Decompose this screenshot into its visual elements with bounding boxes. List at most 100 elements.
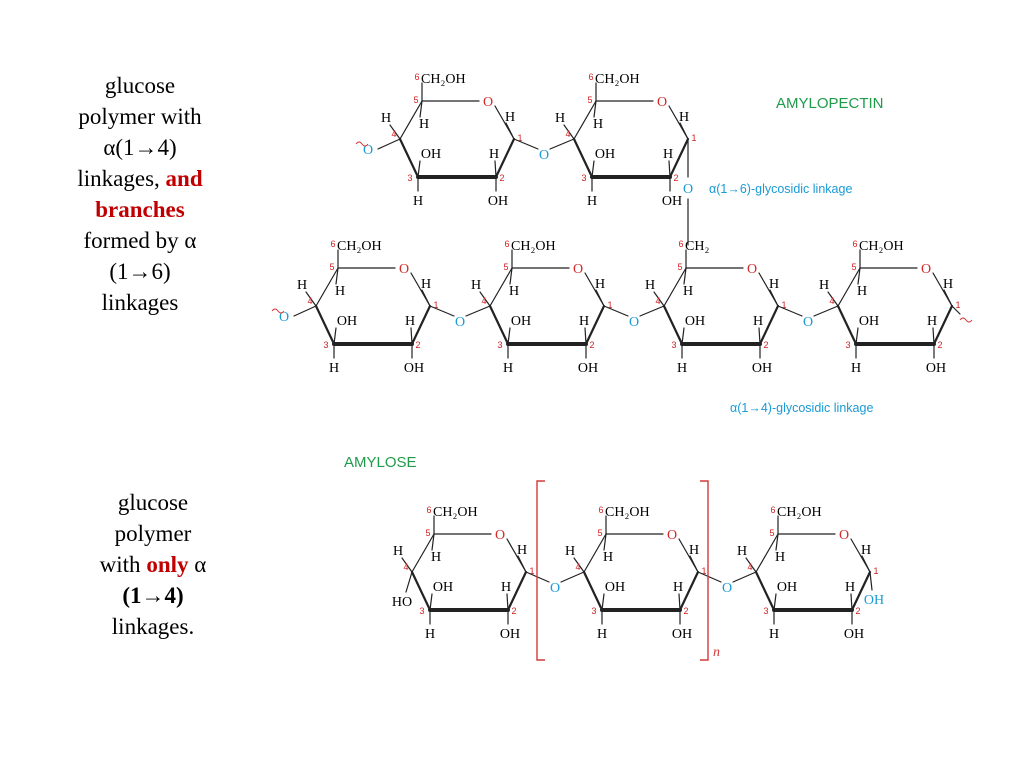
carbon-number-6: 6 — [414, 72, 419, 82]
hydrogen: H — [775, 550, 785, 565]
hydrogen: H — [845, 580, 855, 595]
ring-oxygen: O — [483, 95, 493, 110]
h-bond — [857, 267, 861, 285]
ho-bond — [405, 571, 413, 593]
carbon-number: 2 — [855, 606, 860, 616]
h-bond — [401, 557, 413, 573]
h-bond — [653, 291, 665, 307]
carbon-number: 4 — [747, 562, 752, 572]
carbon-number: 4 — [829, 296, 834, 306]
carbon-number: 2 — [763, 340, 768, 350]
carbon-number: 1 — [781, 300, 786, 310]
hydrogen: H — [505, 110, 515, 125]
link-oxygen: O — [279, 310, 289, 325]
carbon-number: 5 — [769, 528, 774, 538]
repeat-bracket — [536, 480, 709, 661]
hydrogen: H — [943, 277, 953, 292]
carbon-number: 2 — [499, 173, 504, 183]
ring-bond-front — [494, 137, 516, 179]
link-oxygen: O — [539, 148, 549, 163]
hydrogen: H — [861, 543, 871, 558]
caption-highlight: only — [146, 552, 189, 577]
hydroxyl: OH — [404, 361, 424, 376]
carbon-number: 2 — [415, 340, 420, 350]
ring-bond-front — [932, 304, 954, 346]
hydroxyl: OH — [844, 627, 864, 642]
caption-line: formed by α — [83, 228, 197, 253]
hydrogen: H — [297, 278, 307, 293]
carbon-number: 2 — [683, 606, 688, 616]
hydrogen: H — [405, 314, 415, 329]
link-bond — [429, 305, 455, 317]
hydrogen: H — [737, 544, 747, 559]
hydroxyl: OH — [337, 314, 357, 329]
h-bond — [668, 160, 671, 178]
carbon-number: 5 — [329, 262, 334, 272]
oh-bond — [869, 571, 873, 591]
caption-line: linkages — [101, 290, 179, 315]
hydroxyl: OH — [488, 194, 508, 209]
carbon-number-6: 6 — [504, 239, 509, 249]
carbon-number: 2 — [937, 340, 942, 350]
ring-bond — [583, 533, 607, 573]
link-oxygen: O — [722, 581, 732, 596]
hydrogen: H — [381, 111, 391, 126]
carbon-number: 3 — [581, 173, 586, 183]
h-bond — [584, 327, 587, 345]
carbon-number: 3 — [419, 606, 424, 616]
h-bond — [932, 327, 935, 345]
h-bond — [758, 327, 761, 345]
bracket-left — [536, 480, 545, 661]
oh-bond — [429, 593, 433, 611]
hydrogen: H — [677, 361, 687, 376]
link-oxygen: O — [455, 315, 465, 330]
hydrogen: H — [471, 278, 481, 293]
carbon-number: 2 — [673, 173, 678, 183]
hydrogen: H — [419, 117, 429, 132]
hydrogen: H — [645, 278, 655, 293]
hydrogen: H — [595, 277, 605, 292]
link-bond — [465, 305, 491, 317]
link-bond — [951, 305, 961, 315]
h-bond — [421, 289, 431, 307]
h-bond — [775, 533, 779, 551]
carbon-number: 5 — [413, 95, 418, 105]
carbon-number: 1 — [529, 566, 534, 576]
h-bond — [335, 267, 339, 285]
ring-bond — [399, 100, 423, 140]
hydroxyl: OH — [595, 147, 615, 162]
chain-continuation — [959, 317, 973, 323]
ring-bond-front — [668, 137, 690, 179]
caption-text: α — [188, 552, 207, 577]
caption-line: glucose — [104, 73, 176, 98]
hydrogen: H — [689, 543, 699, 558]
h-bond — [683, 267, 687, 285]
hydrogen: H — [579, 314, 589, 329]
hydroxyl: OH — [859, 314, 879, 329]
ring-oxygen: O — [839, 528, 849, 543]
caption-line-compound: linkages, and — [50, 163, 230, 194]
carbon-number: 2 — [511, 606, 516, 616]
link-bond — [603, 305, 629, 317]
ring-bond-front — [758, 304, 780, 346]
anomeric-hydroxyl: OH — [864, 593, 884, 608]
link-oxygen: O — [363, 143, 373, 158]
hydroxyl: OH — [672, 627, 692, 642]
hydroxyl: OH — [605, 580, 625, 595]
hydroxyl: HO — [392, 595, 412, 610]
h-bond — [769, 289, 779, 307]
alpha-1-4-label: α(1→4)-glycosidic linkage — [730, 401, 873, 415]
caption-line: glucose — [117, 490, 189, 515]
caption-line-compound: with only α — [70, 549, 236, 580]
caption-line: polymer — [114, 521, 192, 546]
hydrogen: H — [769, 277, 779, 292]
oh-bond — [507, 327, 511, 345]
hydrogen: H — [517, 543, 527, 558]
oh-bond — [591, 160, 595, 178]
ring-bond-front — [662, 304, 684, 346]
caption-line: α(1→4) — [103, 135, 177, 160]
ring-bond-front — [754, 570, 776, 612]
ring-bond-front — [850, 570, 872, 612]
link-bond — [697, 571, 722, 583]
